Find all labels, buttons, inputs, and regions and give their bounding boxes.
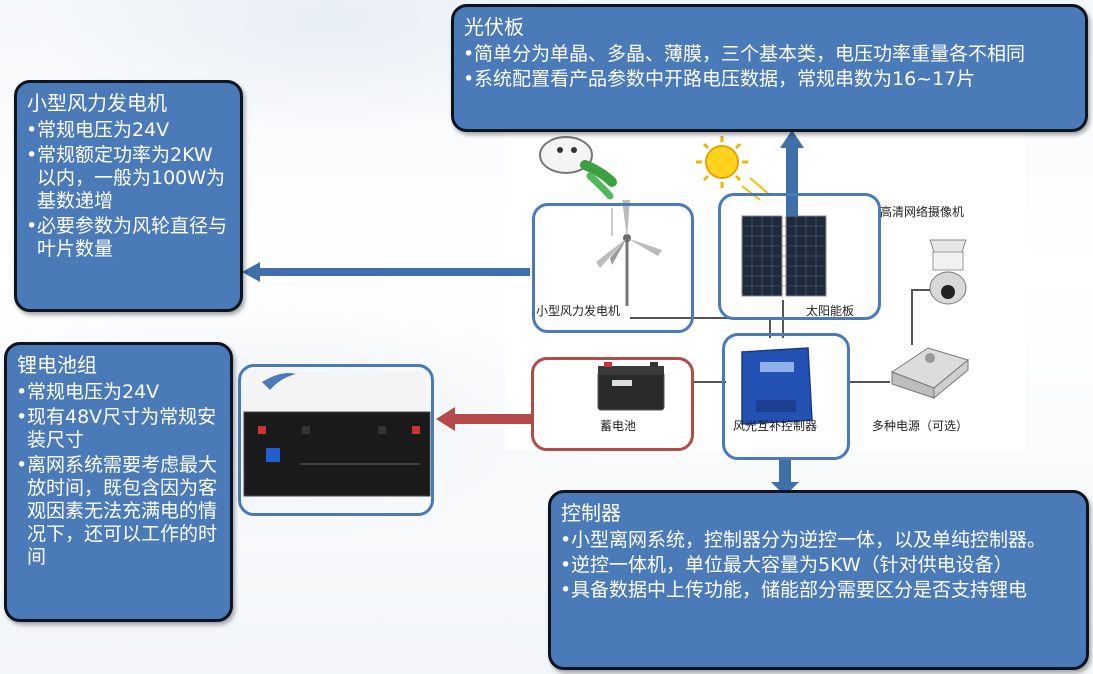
wind-callout: 小型风力发电机 常规电压为24V 常规额定功率为2KW以内，一般为100W为基数… [14,80,243,312]
battery-callout-item: 常规电压为24V [16,381,220,404]
arrow-to-wind-callout [242,262,530,282]
controller-callout-title: 控制器 [561,501,621,525]
camera-drawing [929,239,967,305]
pv-callout-item: 系统配置看产品参数中开路电压数据，常规串数为16~17片 [463,68,1075,91]
battery-callout-item: 现有48V尺寸为常规安装尺寸 [16,406,220,452]
solar-panel-drawing [741,215,827,297]
pv-callout-title: 光伏板 [464,15,524,39]
controller-callout-item: 具备数据中上传功能，储能部分需要区分是否支持锂电 [560,579,1076,602]
pv-callout-item: 简单分为单晶、多晶、薄膜，三个基本类，电压功率重量各不相同 [463,43,1075,66]
solar-panel-label: 太阳能板 [806,304,855,318]
battery-callout-list: 常规电压为24V 现有48V尺寸为常规安装尺寸 离网系统需要考虑最大放时间，既包… [16,381,220,569]
lithium-battery-frame [238,364,434,516]
controller-callout: 控制器 小型离网系统，控制器分为逆控一体，以及单纯控制器。 逆控一体机，单位最大… [548,490,1089,670]
battery-frame [531,357,694,451]
wind-turbine-label: 小型风力发电机 [536,304,621,318]
solar-panel-frame [718,193,881,320]
controller-callout-list: 小型离网系统，控制器分为逆控一体，以及单纯控制器。 逆控一体机，单位最大容量为5… [560,529,1076,602]
battery-label: 蓄电池 [600,419,637,433]
pv-callout-list: 简单分为单晶、多晶、薄膜，三个基本类，电压功率重量各不相同 系统配置看产品参数中… [463,43,1075,91]
arrow-to-controller-callout [771,458,799,496]
battery-callout-title: 锂电池组 [17,353,97,377]
wind-callout-list: 常规电压为24V 常规额定功率为2KW以内，一般为100W为基数递增 必要参数为… [26,119,230,261]
lithium-battery-drawing [243,372,431,497]
controller-callout-item: 小型离网系统，控制器分为逆控一体，以及单纯控制器。 [560,529,1076,552]
wind-turbine-drawing [596,200,662,306]
power-supply-label: 多种电源（可选） [872,419,969,433]
power-supply-drawing [890,347,970,400]
wind-cloud-icon [539,136,617,200]
camera-label: 高清网络摄像机 [880,205,965,219]
battery-callout-item: 离网系统需要考虑最大放时间，既包含因为客观因素无法充满电的情况下，还可以工作的时… [16,454,220,569]
wind-callout-item: 必要参数为风轮直径与叶片数量 [26,215,230,261]
wind-turbine-frame [532,203,694,333]
wind-callout-item: 常规电压为24V [26,119,230,142]
sun-icon [696,136,771,201]
controller-drawing [741,347,813,425]
wind-callout-item: 常规额定功率为2KW以内，一般为100W为基数递增 [26,144,230,213]
wind-callout-title: 小型风力发电机 [27,91,167,115]
lead-acid-battery-drawing [597,362,665,411]
arrow-to-pv-callout [780,130,804,216]
controller-callout-item: 逆控一体机，单位最大容量为5KW（针对供电设备） [560,554,1076,577]
pv-callout: 光伏板 简单分为单晶、多晶、薄膜，三个基本类，电压功率重量各不相同 系统配置看产… [451,4,1088,132]
controller-frame [722,333,850,460]
controller-label: 风光互补控制器 [733,419,818,433]
battery-callout: 锂电池组 常规电压为24V 现有48V尺寸为常规安装尺寸 离网系统需要考虑最大放… [4,342,233,622]
arrow-to-battery-callout [436,407,532,431]
